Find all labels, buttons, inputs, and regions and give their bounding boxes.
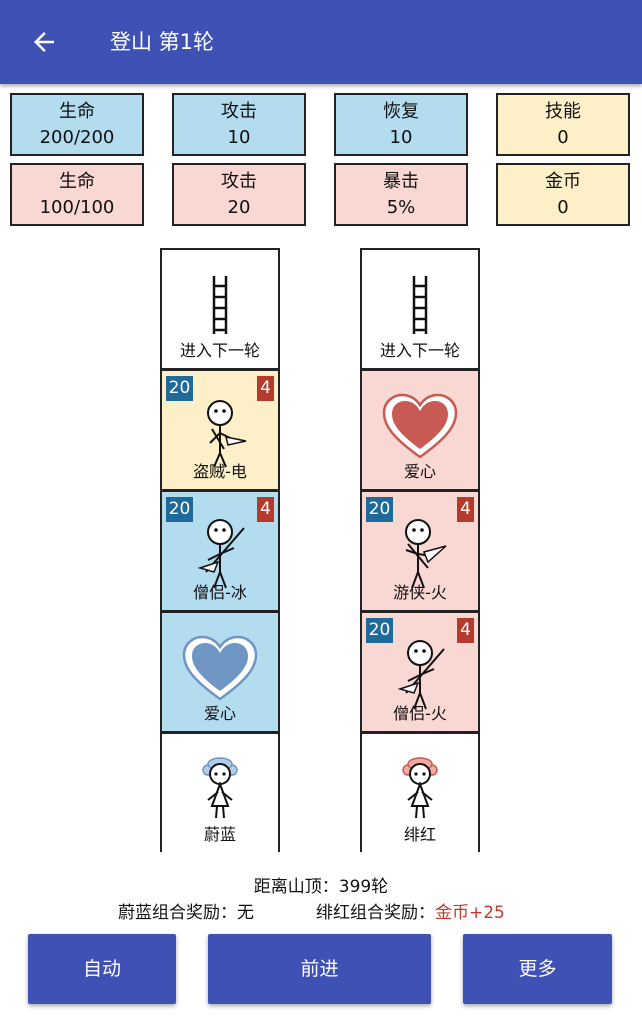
ladder-icon: [212, 276, 228, 334]
more-button[interactable]: 更多: [463, 934, 612, 1004]
stat-value: 0: [557, 127, 569, 148]
heart-icon: [382, 393, 458, 459]
left-cell-player-blue[interactable]: 蔚蓝: [162, 734, 278, 852]
ladder-icon: [412, 276, 428, 334]
divider: [162, 489, 278, 492]
divider: [362, 489, 478, 492]
right-cell-ranger-fire[interactable]: 20 4 游侠-火: [362, 492, 478, 610]
stat-label: 生命: [59, 171, 95, 192]
cell-label: 进入下一轮: [179, 341, 260, 360]
girl-red-icon: [402, 757, 438, 819]
stat-pink-crit: 暴击 5%: [334, 163, 468, 226]
auto-button[interactable]: 自动: [28, 934, 176, 1004]
stat-value: 5%: [386, 197, 416, 218]
arrow-left-icon: [34, 32, 54, 52]
heart-icon: [182, 635, 258, 701]
divider: [162, 610, 278, 613]
cell-label: 僧侣-冰: [193, 583, 247, 602]
hp-badge: 20: [166, 497, 193, 522]
thief-icon: [207, 400, 247, 468]
stat-label: 恢复: [383, 101, 419, 122]
back-button[interactable]: [22, 20, 66, 64]
red-reward-value: 金币+25: [435, 903, 505, 923]
girl-blue-icon: [202, 757, 238, 819]
ranger-icon: [405, 519, 447, 589]
cell-label: 僧侣-火: [393, 704, 447, 723]
cell-label: 绯红: [403, 825, 436, 844]
attack-badge: 4: [457, 497, 474, 522]
stat-label: 暴击: [383, 171, 419, 192]
hp-badge: 20: [366, 618, 393, 643]
cell-label: 爱心: [403, 462, 436, 481]
stat-blue-attack: 攻击 10: [172, 93, 306, 156]
monk-icon: [397, 640, 445, 710]
page-title: 登山 第1轮: [110, 30, 215, 54]
right-cell-monk-fire[interactable]: 20 4 僧侣-火: [362, 613, 478, 731]
app-bar: 登山 第1轮: [0, 0, 642, 84]
cell-label: 爱心: [203, 704, 236, 723]
cell-label: 进入下一轮: [379, 341, 460, 360]
attack-badge: 4: [257, 376, 274, 401]
left-cell-monk-ice[interactable]: 20 4 僧侣-冰: [162, 492, 278, 610]
divider: [162, 731, 278, 734]
forward-button[interactable]: 前进: [208, 934, 431, 1004]
left-column: 进入下一轮 20 4 盗贼-电: [160, 248, 280, 852]
right-cell-next-round[interactable]: 进入下一轮: [362, 250, 478, 368]
stat-label: 攻击: [221, 171, 257, 192]
right-cell-player-red[interactable]: 绯红: [362, 734, 478, 852]
cell-label: 游侠-火: [393, 583, 447, 602]
stat-value: 0: [557, 197, 569, 218]
divider: [362, 368, 478, 371]
stat-blue-recovery: 恢复 10: [334, 93, 468, 156]
attack-badge: 4: [257, 497, 274, 522]
stat-value: 10: [389, 127, 413, 148]
divider: [362, 610, 478, 613]
stat-label: 金币: [545, 171, 581, 192]
blue-reward-text: 蔚蓝组合奖励：无: [118, 903, 254, 923]
red-reward-label: 绯红组合奖励：: [316, 903, 435, 923]
distance-text: 距离山顶：399轮: [253, 877, 389, 897]
stat-label: 生命: [59, 101, 95, 122]
hp-badge: 20: [366, 497, 393, 522]
left-cell-thief[interactable]: 20 4 盗贼-电: [162, 371, 278, 489]
stat-gold: 金币 0: [496, 163, 630, 226]
left-cell-heart[interactable]: 爱心: [162, 613, 278, 731]
cell-label: 盗贼-电: [193, 462, 247, 481]
stat-value: 10: [227, 127, 251, 148]
stat-value: 200/200: [39, 127, 115, 148]
red-reward: 绯红组合奖励：金币+25: [316, 901, 505, 925]
attack-badge: 4: [457, 618, 474, 643]
hp-badge: 20: [166, 376, 193, 401]
stat-value: 20: [227, 197, 251, 218]
stat-pink-hp: 生命 100/100: [10, 163, 144, 226]
right-column: 进入下一轮 爱心 20 4 游侠-火: [360, 248, 480, 852]
stat-blue-hp: 生命 200/200: [10, 93, 144, 156]
stat-skill: 技能 0: [496, 93, 630, 156]
right-cell-heart[interactable]: 爱心: [362, 371, 478, 489]
cell-label: 蔚蓝: [203, 825, 236, 844]
monk-icon: [197, 519, 245, 589]
divider: [362, 731, 478, 734]
stat-label: 攻击: [221, 101, 257, 122]
divider: [162, 368, 278, 371]
stat-pink-attack: 攻击 20: [172, 163, 306, 226]
left-cell-next-round[interactable]: 进入下一轮: [162, 250, 278, 368]
stat-label: 技能: [545, 101, 581, 122]
stat-value: 100/100: [39, 197, 115, 218]
